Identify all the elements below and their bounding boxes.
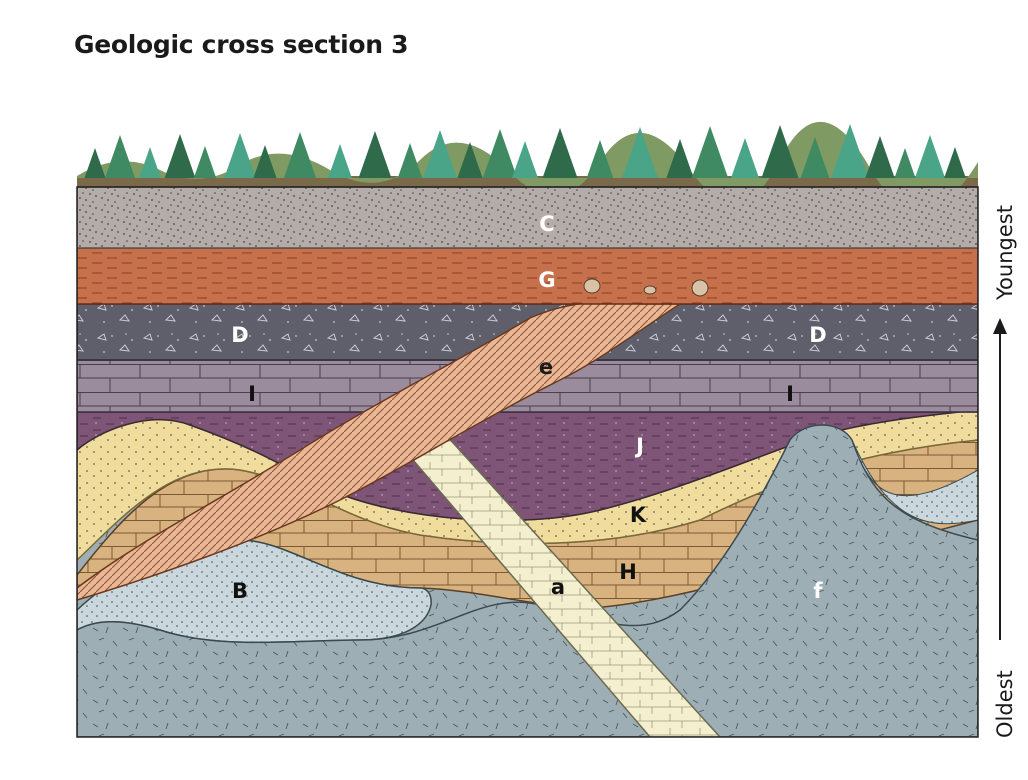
label-e: e bbox=[539, 355, 553, 379]
age-axis: Youngest Oldest bbox=[993, 205, 1017, 738]
tree-icon bbox=[622, 127, 658, 178]
layer-b-right bbox=[851, 439, 978, 525]
label-b: B bbox=[232, 579, 248, 603]
label-g: G bbox=[538, 268, 555, 292]
label-h: H bbox=[619, 560, 637, 584]
tree-icon bbox=[457, 142, 483, 178]
tree-icon bbox=[666, 139, 694, 178]
youngest-label: Youngest bbox=[993, 205, 1017, 301]
page-title: Geologic cross section 3 bbox=[74, 30, 409, 59]
label-k: K bbox=[630, 503, 647, 527]
label-i-right: I bbox=[786, 382, 794, 406]
oldest-label: Oldest bbox=[993, 670, 1017, 738]
tree-icon bbox=[831, 124, 869, 178]
arrow-up-icon bbox=[993, 318, 1007, 334]
tree-icon bbox=[423, 130, 457, 178]
tree-icon bbox=[512, 141, 538, 178]
tree-icon bbox=[894, 148, 916, 178]
tree-icon bbox=[482, 129, 518, 178]
tree-icon bbox=[800, 137, 830, 178]
layer-g bbox=[77, 247, 978, 305]
tree-icon bbox=[944, 147, 966, 178]
label-a: a bbox=[551, 575, 565, 599]
tree-icon bbox=[193, 146, 217, 178]
label-c: C bbox=[539, 212, 554, 236]
pebble bbox=[691, 279, 709, 297]
pebble bbox=[583, 278, 601, 294]
tree-icon bbox=[731, 138, 759, 178]
label-d-right: D bbox=[809, 323, 826, 347]
tree-icon bbox=[224, 133, 256, 178]
tree-icon bbox=[139, 147, 161, 178]
tree-icon bbox=[691, 126, 729, 178]
tree-icon bbox=[914, 135, 946, 178]
label-f: f bbox=[813, 579, 823, 603]
tree-icon bbox=[84, 148, 106, 178]
tree-icon bbox=[283, 132, 317, 178]
tree-icon bbox=[104, 135, 136, 178]
layer-c bbox=[77, 186, 978, 249]
tree-icon bbox=[586, 140, 614, 178]
tree-icon bbox=[761, 125, 799, 178]
tree-icon bbox=[397, 143, 423, 178]
tree-icon bbox=[542, 128, 578, 178]
tree-icon bbox=[164, 134, 196, 178]
tree-icon bbox=[328, 144, 352, 178]
tree-row bbox=[84, 124, 966, 178]
tree-icon bbox=[253, 145, 277, 178]
label-j: J bbox=[634, 434, 644, 458]
tree-icon bbox=[865, 136, 895, 178]
pebble bbox=[643, 285, 657, 295]
tree-icon bbox=[358, 131, 392, 178]
section-frame bbox=[76, 186, 979, 738]
label-i-left: I bbox=[248, 382, 256, 406]
label-d-left: D bbox=[231, 323, 248, 347]
